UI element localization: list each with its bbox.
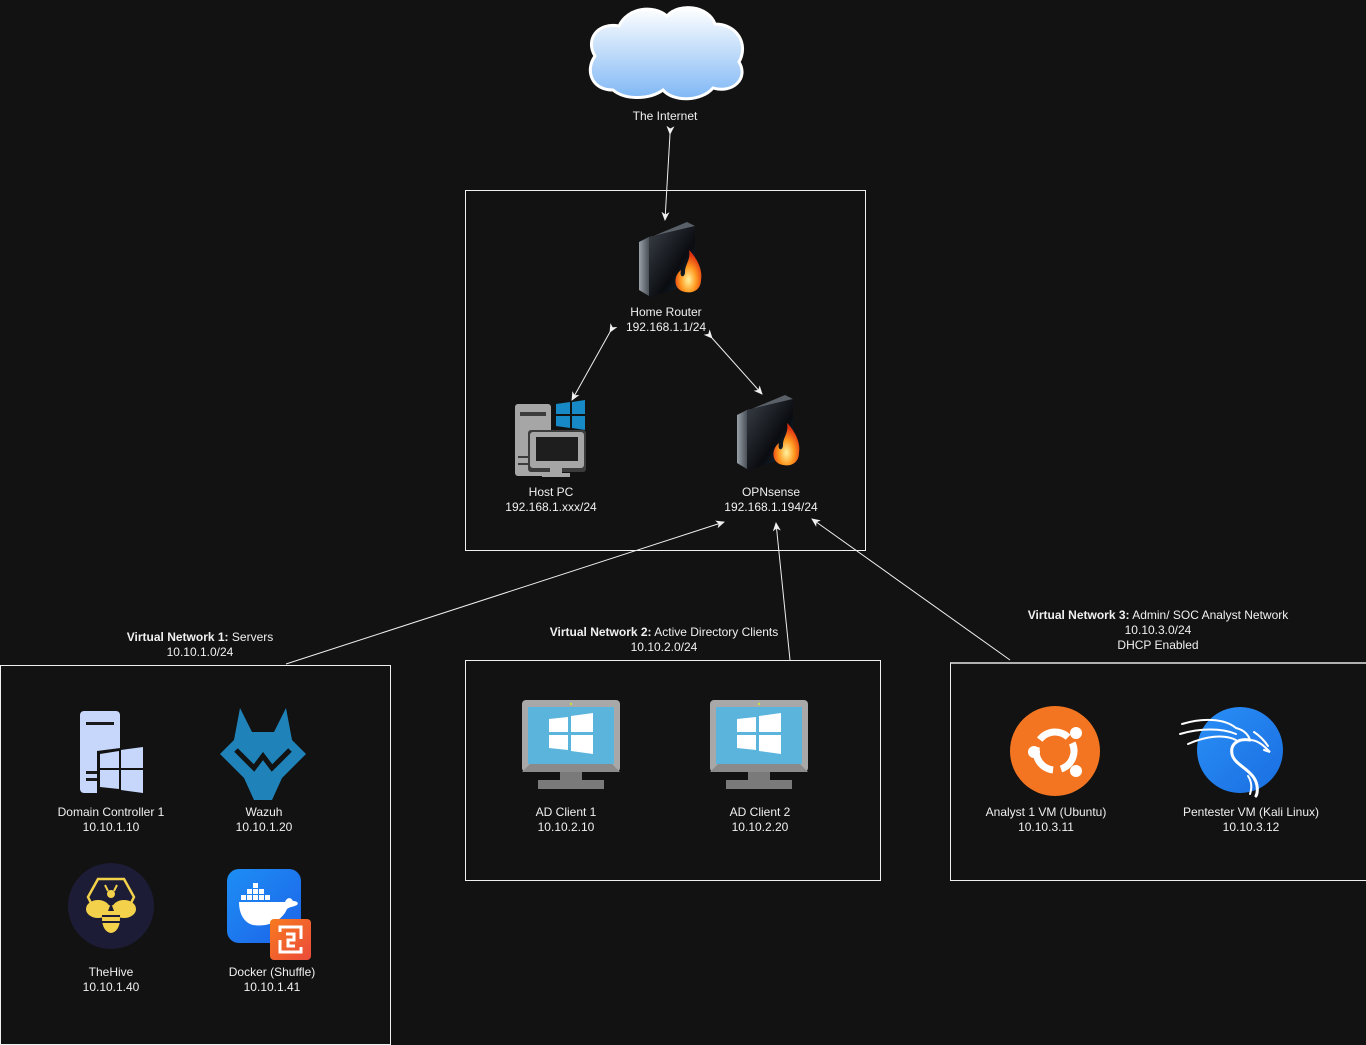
- host-pc-label: Host PC 192.168.1.xxx/24: [505, 485, 596, 515]
- kali-ip: 10.10.3.12: [1222, 820, 1280, 834]
- firewall-icon: [737, 395, 800, 471]
- ad-client-1-ip: 10.10.2.10: [537, 820, 595, 834]
- virtual-network-1-frame: [0, 665, 391, 1045]
- docker-shuffle-name: Docker (Shuffle): [228, 965, 316, 979]
- firewall-icon: [639, 222, 702, 298]
- wazuh-name: Wazuh: [245, 805, 283, 819]
- ad-client-2-label: AD Client 2 10.10.2.20: [730, 805, 791, 835]
- vn2-title-bold: Virtual Network 2:: [549, 625, 652, 639]
- vn1-subnet: 10.10.1.0/24: [166, 645, 234, 659]
- home-router-ip: 192.168.1.1/24: [625, 320, 707, 334]
- ad-client-1-label: AD Client 1 10.10.2.10: [536, 805, 597, 835]
- wazuh-ip: 10.10.1.20: [235, 820, 293, 834]
- vn2-title-rest: Active Directory Clients: [651, 625, 779, 639]
- opnsense-name: OPNsense: [741, 485, 801, 499]
- domain-controller-name: Domain Controller 1: [57, 805, 165, 819]
- internet-label-text: The Internet: [632, 109, 698, 123]
- internet-label: The Internet: [633, 109, 698, 124]
- virtual-network-2-title: Virtual Network 2: Active Directory Clie…: [550, 625, 779, 655]
- home-router-name: Home Router: [630, 305, 702, 319]
- thehive-icon: [68, 863, 154, 949]
- ad-client-2-name: AD Client 2: [729, 805, 791, 819]
- virtual-network-3-title: Virtual Network 3: Admin/ SOC Analyst Ne…: [1028, 608, 1289, 653]
- ad-client-2-ip: 10.10.2.20: [731, 820, 789, 834]
- domain-controller-ip: 10.10.1.10: [82, 820, 140, 834]
- wazuh-icon: [220, 708, 306, 800]
- vn3-title-bold: Virtual Network 3:: [1027, 608, 1130, 622]
- thehive-name: TheHive: [88, 965, 134, 979]
- thehive-ip: 10.10.1.40: [82, 980, 140, 994]
- windows-server-icon: [80, 711, 143, 793]
- domain-controller-label: Domain Controller 1 10.10.1.10: [58, 805, 165, 835]
- kali-icon: [1179, 707, 1283, 798]
- host-pc-name: Host PC: [528, 485, 574, 499]
- virtual-network-1-title: Virtual Network 1: Servers 10.10.1.0/24: [127, 630, 274, 660]
- host-pc-ip: 192.168.1.xxx/24: [505, 500, 597, 514]
- ad-client-1-name: AD Client 1: [535, 805, 597, 819]
- ubuntu-icon: [1010, 706, 1100, 796]
- thehive-label: TheHive 10.10.1.40: [83, 965, 140, 995]
- ubuntu-name: Analyst 1 VM (Ubuntu): [985, 805, 1107, 819]
- virtual-network-3-frame: [950, 662, 1366, 881]
- cloud-icon: [589, 6, 745, 101]
- vn3-subnet: 10.10.3.0/24: [1124, 623, 1192, 637]
- docker-shuffle-icon: [227, 869, 311, 960]
- ubuntu-ip: 10.10.3.11: [1018, 820, 1074, 834]
- vn2-subnet: 10.10.2.0/24: [630, 640, 698, 654]
- windows-pc-icon: [515, 400, 586, 477]
- vn1-title-bold: Virtual Network 1:: [126, 630, 229, 644]
- vn3-title-rest: Admin/ SOC Analyst Network: [1129, 608, 1289, 622]
- ubuntu-label: Analyst 1 VM (Ubuntu) 10.10.3.11: [986, 805, 1107, 835]
- opnsense-label: OPNsense 192.168.1.194/24: [724, 485, 817, 515]
- docker-shuffle-label: Docker (Shuffle) 10.10.1.41: [229, 965, 315, 995]
- windows-monitor-icon: [522, 700, 620, 789]
- windows-monitor-icon: [710, 700, 808, 789]
- home-router-label: Home Router 192.168.1.1/24: [626, 305, 706, 335]
- docker-shuffle-ip: 10.10.1.41: [243, 980, 301, 994]
- kali-name: Pentester VM (Kali Linux): [1182, 805, 1320, 819]
- opnsense-ip: 192.168.1.194/24: [724, 500, 818, 514]
- vn3-dhcp: DHCP Enabled: [1117, 638, 1199, 652]
- wazuh-label: Wazuh 10.10.1.20: [236, 805, 293, 835]
- kali-label: Pentester VM (Kali Linux) 10.10.3.12: [1183, 805, 1319, 835]
- vn1-title-rest: Servers: [228, 630, 274, 644]
